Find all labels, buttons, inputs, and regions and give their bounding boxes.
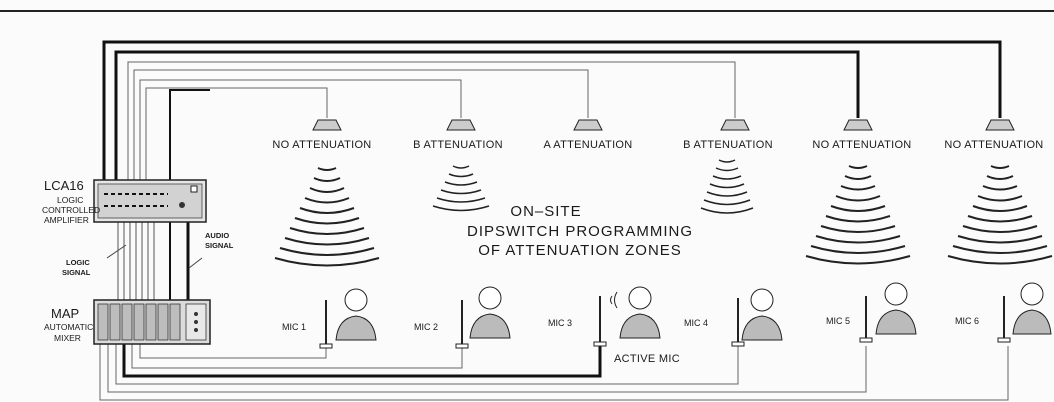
speaking-icon [610,291,618,309]
speaker-icon [985,119,1015,131]
speaker-icon [446,119,476,131]
wire-zone-5 [114,50,860,180]
map-mixer [93,299,211,345]
zone-1-label: NO ATTENUATION [272,139,371,151]
person-icon [628,286,652,310]
speaker-icon [573,119,603,131]
amplifier-desc-1: LOGIC [57,195,83,205]
zone-5-label: NO ATTENUATION [812,139,911,151]
wire-mic-2 [131,340,463,369]
mic-station-4: MIC 4 [684,288,783,347]
mic-station-3: MIC 3 ACTIVE MIC [548,286,680,365]
wiring [99,40,1009,401]
sound-wave-icon [274,167,380,267]
zone-4: B ATTENUATION [683,62,773,214]
person-icon [750,288,774,312]
mic-4-label: MIC 4 [684,318,708,328]
mic-station-6: MIC 6 [955,282,1052,343]
mic-1-label: MIC 1 [282,322,306,332]
mixer-desc-2: MIXER [54,333,81,343]
note-line-2: DIPSWITCH PROGRAMMING [467,223,693,240]
person-icon [884,282,908,306]
logic-signal-line-2: SIGNAL [62,268,91,277]
wire-active [169,89,210,300]
person-icon [1020,282,1044,306]
wire-mic-4 [115,340,739,385]
amplifier-desc-2: CONTROLLED [42,205,100,215]
wire-zone-6 [102,40,1002,180]
sound-wave-icon [700,159,754,214]
wire-zone-3 [133,69,589,180]
lca16-amplifier [93,179,207,223]
zone-6: NO ATTENUATION [944,42,1053,265]
zone-5: NO ATTENUATION [805,52,911,265]
mic-station-1: MIC 1 [282,288,377,349]
wire-mic-5 [107,340,867,393]
audio-signal-line-1: AUDIO [205,231,229,240]
mic-5-label: MIC 5 [826,316,850,326]
note-line-3: OF ATTENUATION ZONES [478,242,682,259]
amplifier-desc-3: AMPLIFIER [44,215,89,225]
sound-wave-icon [947,165,1053,265]
note-line-1: ON–SITE [510,203,581,220]
wire-mic-1 [139,340,327,359]
wire-zone-1 [145,87,328,180]
mic-3-label: MIC 3 [548,318,572,328]
sound-wave-icon [805,165,911,265]
person-icon [344,288,368,312]
wire-mic-6 [99,340,1009,401]
amplifier-name: LCA16 [44,178,84,193]
speaker-icon [843,119,873,131]
zone-2: B ATTENUATION [413,80,503,212]
active-mic-label: ACTIVE MIC [614,353,680,365]
speaker-icon [312,119,342,131]
zone-1: NO ATTENUATION [272,88,380,267]
mic-2-label: MIC 2 [414,322,438,332]
zone-4-label: B ATTENUATION [683,139,773,151]
zone-3-label: A ATTENUATION [543,139,632,151]
audio-signal-line-2: SIGNAL [205,241,234,250]
mic-station-2: MIC 2 [414,286,511,349]
mixer-name: MAP [51,306,79,321]
zone-6-label: NO ATTENUATION [944,139,1043,151]
speaker-icon [720,119,750,131]
mic-6-label: MIC 6 [955,316,979,326]
person-icon [478,286,502,310]
mixer-desc-1: AUTOMATIC [44,322,93,332]
mic-station-5: MIC 5 [826,282,917,343]
logic-signal-line-1: LOGIC [66,258,90,267]
sound-wave-icon [432,165,490,212]
zone-2-label: B ATTENUATION [413,139,503,151]
wire-zone-2 [139,79,462,180]
zone-3: A ATTENUATION [543,70,632,151]
wire-mic-3 [122,340,602,378]
